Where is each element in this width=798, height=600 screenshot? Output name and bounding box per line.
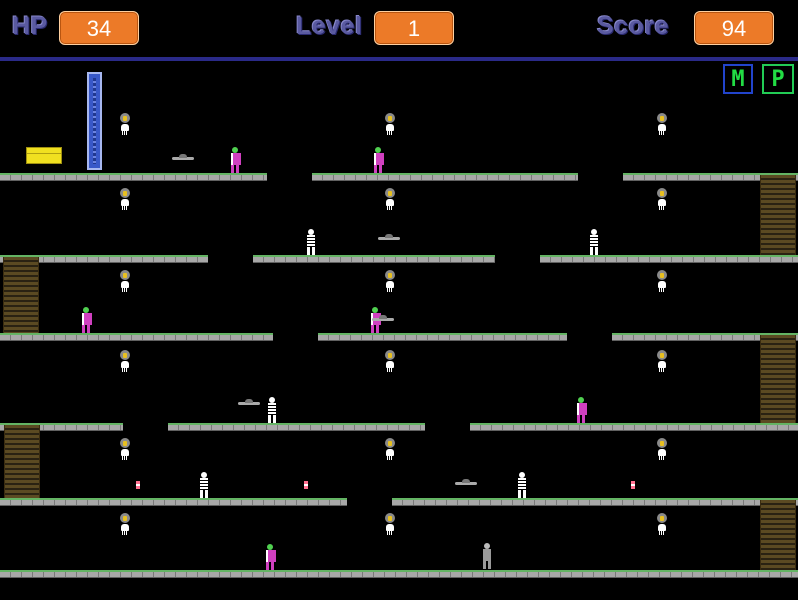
bird-enemy-icon bbox=[372, 315, 394, 323]
gem-icon bbox=[631, 481, 635, 489]
enemy-pink-guard-icon bbox=[264, 544, 276, 570]
floor-platform bbox=[0, 570, 798, 578]
ladder bbox=[760, 500, 796, 570]
enemy-pink-guard-icon bbox=[80, 307, 92, 333]
floor-platform bbox=[612, 333, 798, 341]
skull-lamp-icon bbox=[656, 513, 668, 537]
skull-lamp-icon bbox=[384, 188, 396, 212]
hp-value: 34 bbox=[59, 11, 139, 45]
skull-lamp-icon bbox=[119, 270, 131, 294]
floor-platform bbox=[0, 333, 273, 341]
enemy-pink-guard-icon bbox=[575, 397, 587, 423]
skull-lamp-icon bbox=[656, 188, 668, 212]
floor-platform bbox=[392, 498, 798, 506]
floor-platform bbox=[0, 498, 347, 506]
floor-platform bbox=[540, 255, 798, 263]
bird-enemy-icon bbox=[172, 154, 194, 162]
gem-icon bbox=[304, 481, 308, 489]
floor-platform bbox=[168, 423, 425, 431]
skull-lamp-icon bbox=[384, 270, 396, 294]
skull-lamp-icon bbox=[656, 270, 668, 294]
score-label: Score bbox=[597, 12, 669, 40]
enemy-skeleton-icon bbox=[305, 229, 317, 255]
ladder bbox=[3, 257, 39, 333]
skull-lamp-icon bbox=[384, 113, 396, 137]
pause-button[interactable]: P bbox=[762, 64, 794, 94]
skull-lamp-icon bbox=[119, 188, 131, 212]
score-value: 94 bbox=[694, 11, 774, 45]
enemy-pink-guard-icon bbox=[229, 147, 241, 173]
player-sprite-icon bbox=[481, 543, 493, 569]
enemy-pink-guard-icon bbox=[372, 147, 384, 173]
bird-enemy-icon bbox=[238, 399, 260, 407]
floor-platform bbox=[0, 423, 123, 431]
bird-enemy-icon bbox=[378, 234, 400, 242]
skull-lamp-icon bbox=[656, 438, 668, 462]
floor-platform bbox=[623, 173, 798, 181]
floor-platform bbox=[318, 333, 567, 341]
floor-platform bbox=[0, 255, 208, 263]
skull-lamp-icon bbox=[656, 113, 668, 137]
floor-platform bbox=[253, 255, 495, 263]
level-label: Level bbox=[296, 12, 363, 40]
skull-lamp-icon bbox=[656, 350, 668, 374]
floor-platform bbox=[312, 173, 578, 181]
ladder bbox=[760, 175, 796, 255]
enemy-skeleton-icon bbox=[588, 229, 600, 255]
menu-button[interactable]: M bbox=[723, 64, 753, 94]
exit-door-icon bbox=[87, 72, 102, 170]
hud-divider bbox=[0, 57, 798, 61]
enemy-skeleton-icon bbox=[198, 472, 210, 498]
bird-enemy-icon bbox=[455, 479, 477, 487]
skull-lamp-icon bbox=[119, 438, 131, 462]
hp-label: HP bbox=[12, 12, 48, 40]
enemy-skeleton-icon bbox=[266, 397, 278, 423]
skull-lamp-icon bbox=[384, 350, 396, 374]
floor-platform bbox=[0, 173, 267, 181]
skull-lamp-icon bbox=[119, 513, 131, 537]
gem-icon bbox=[136, 481, 140, 489]
treasure-chest-icon bbox=[26, 147, 62, 164]
level-value: 1 bbox=[374, 11, 454, 45]
skull-lamp-icon bbox=[384, 513, 396, 537]
ladder bbox=[4, 425, 40, 498]
skull-lamp-icon bbox=[119, 113, 131, 137]
skull-lamp-icon bbox=[384, 438, 396, 462]
skull-lamp-icon bbox=[119, 350, 131, 374]
floor-platform bbox=[470, 423, 798, 431]
ladder bbox=[760, 335, 796, 423]
enemy-skeleton-icon bbox=[516, 472, 528, 498]
